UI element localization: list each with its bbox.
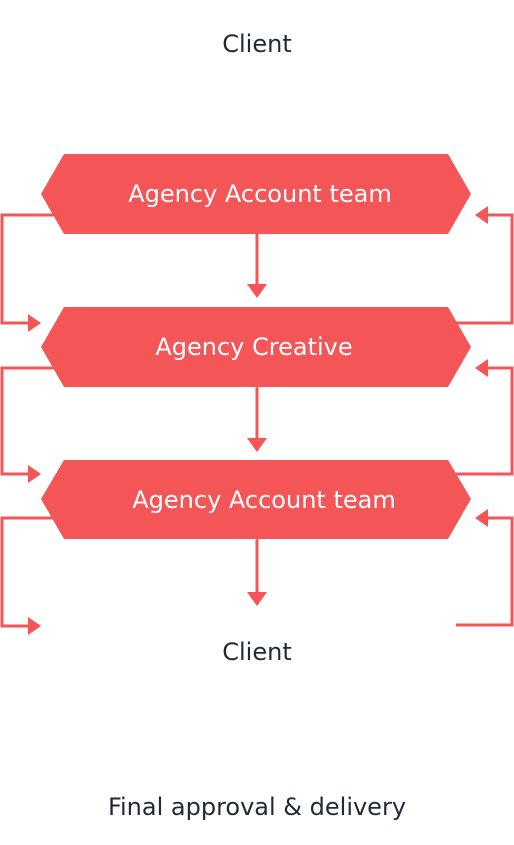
step-1-shape (41, 154, 471, 234)
bottom-client-label: Client (222, 638, 291, 666)
step-agency-account-team-2: Agency Account team (41, 460, 471, 539)
down-arrow-1 (247, 234, 267, 298)
step-3-label: Agency Account team (132, 486, 395, 514)
step-2-shape (41, 307, 471, 387)
step-1-label: Agency Account team (128, 180, 391, 208)
top-client-label: Client (222, 30, 291, 58)
left-loop-3 (0, 516, 55, 635)
step-agency-account-team-1: Agency Account team (41, 154, 471, 234)
footer-label: Final approval & delivery (108, 793, 406, 821)
left-loop-2 (0, 366, 55, 483)
left-loop-1 (0, 213, 55, 332)
step-2-label: Agency Creative (155, 333, 352, 361)
right-loop-1 (456, 206, 514, 325)
right-loop-2 (456, 359, 514, 476)
right-loop-3 (456, 509, 514, 627)
step-agency-creative: Agency Creative (41, 307, 471, 387)
down-arrow-2 (247, 387, 267, 452)
step-3-shape (41, 460, 471, 539)
down-arrow-3 (247, 539, 267, 606)
